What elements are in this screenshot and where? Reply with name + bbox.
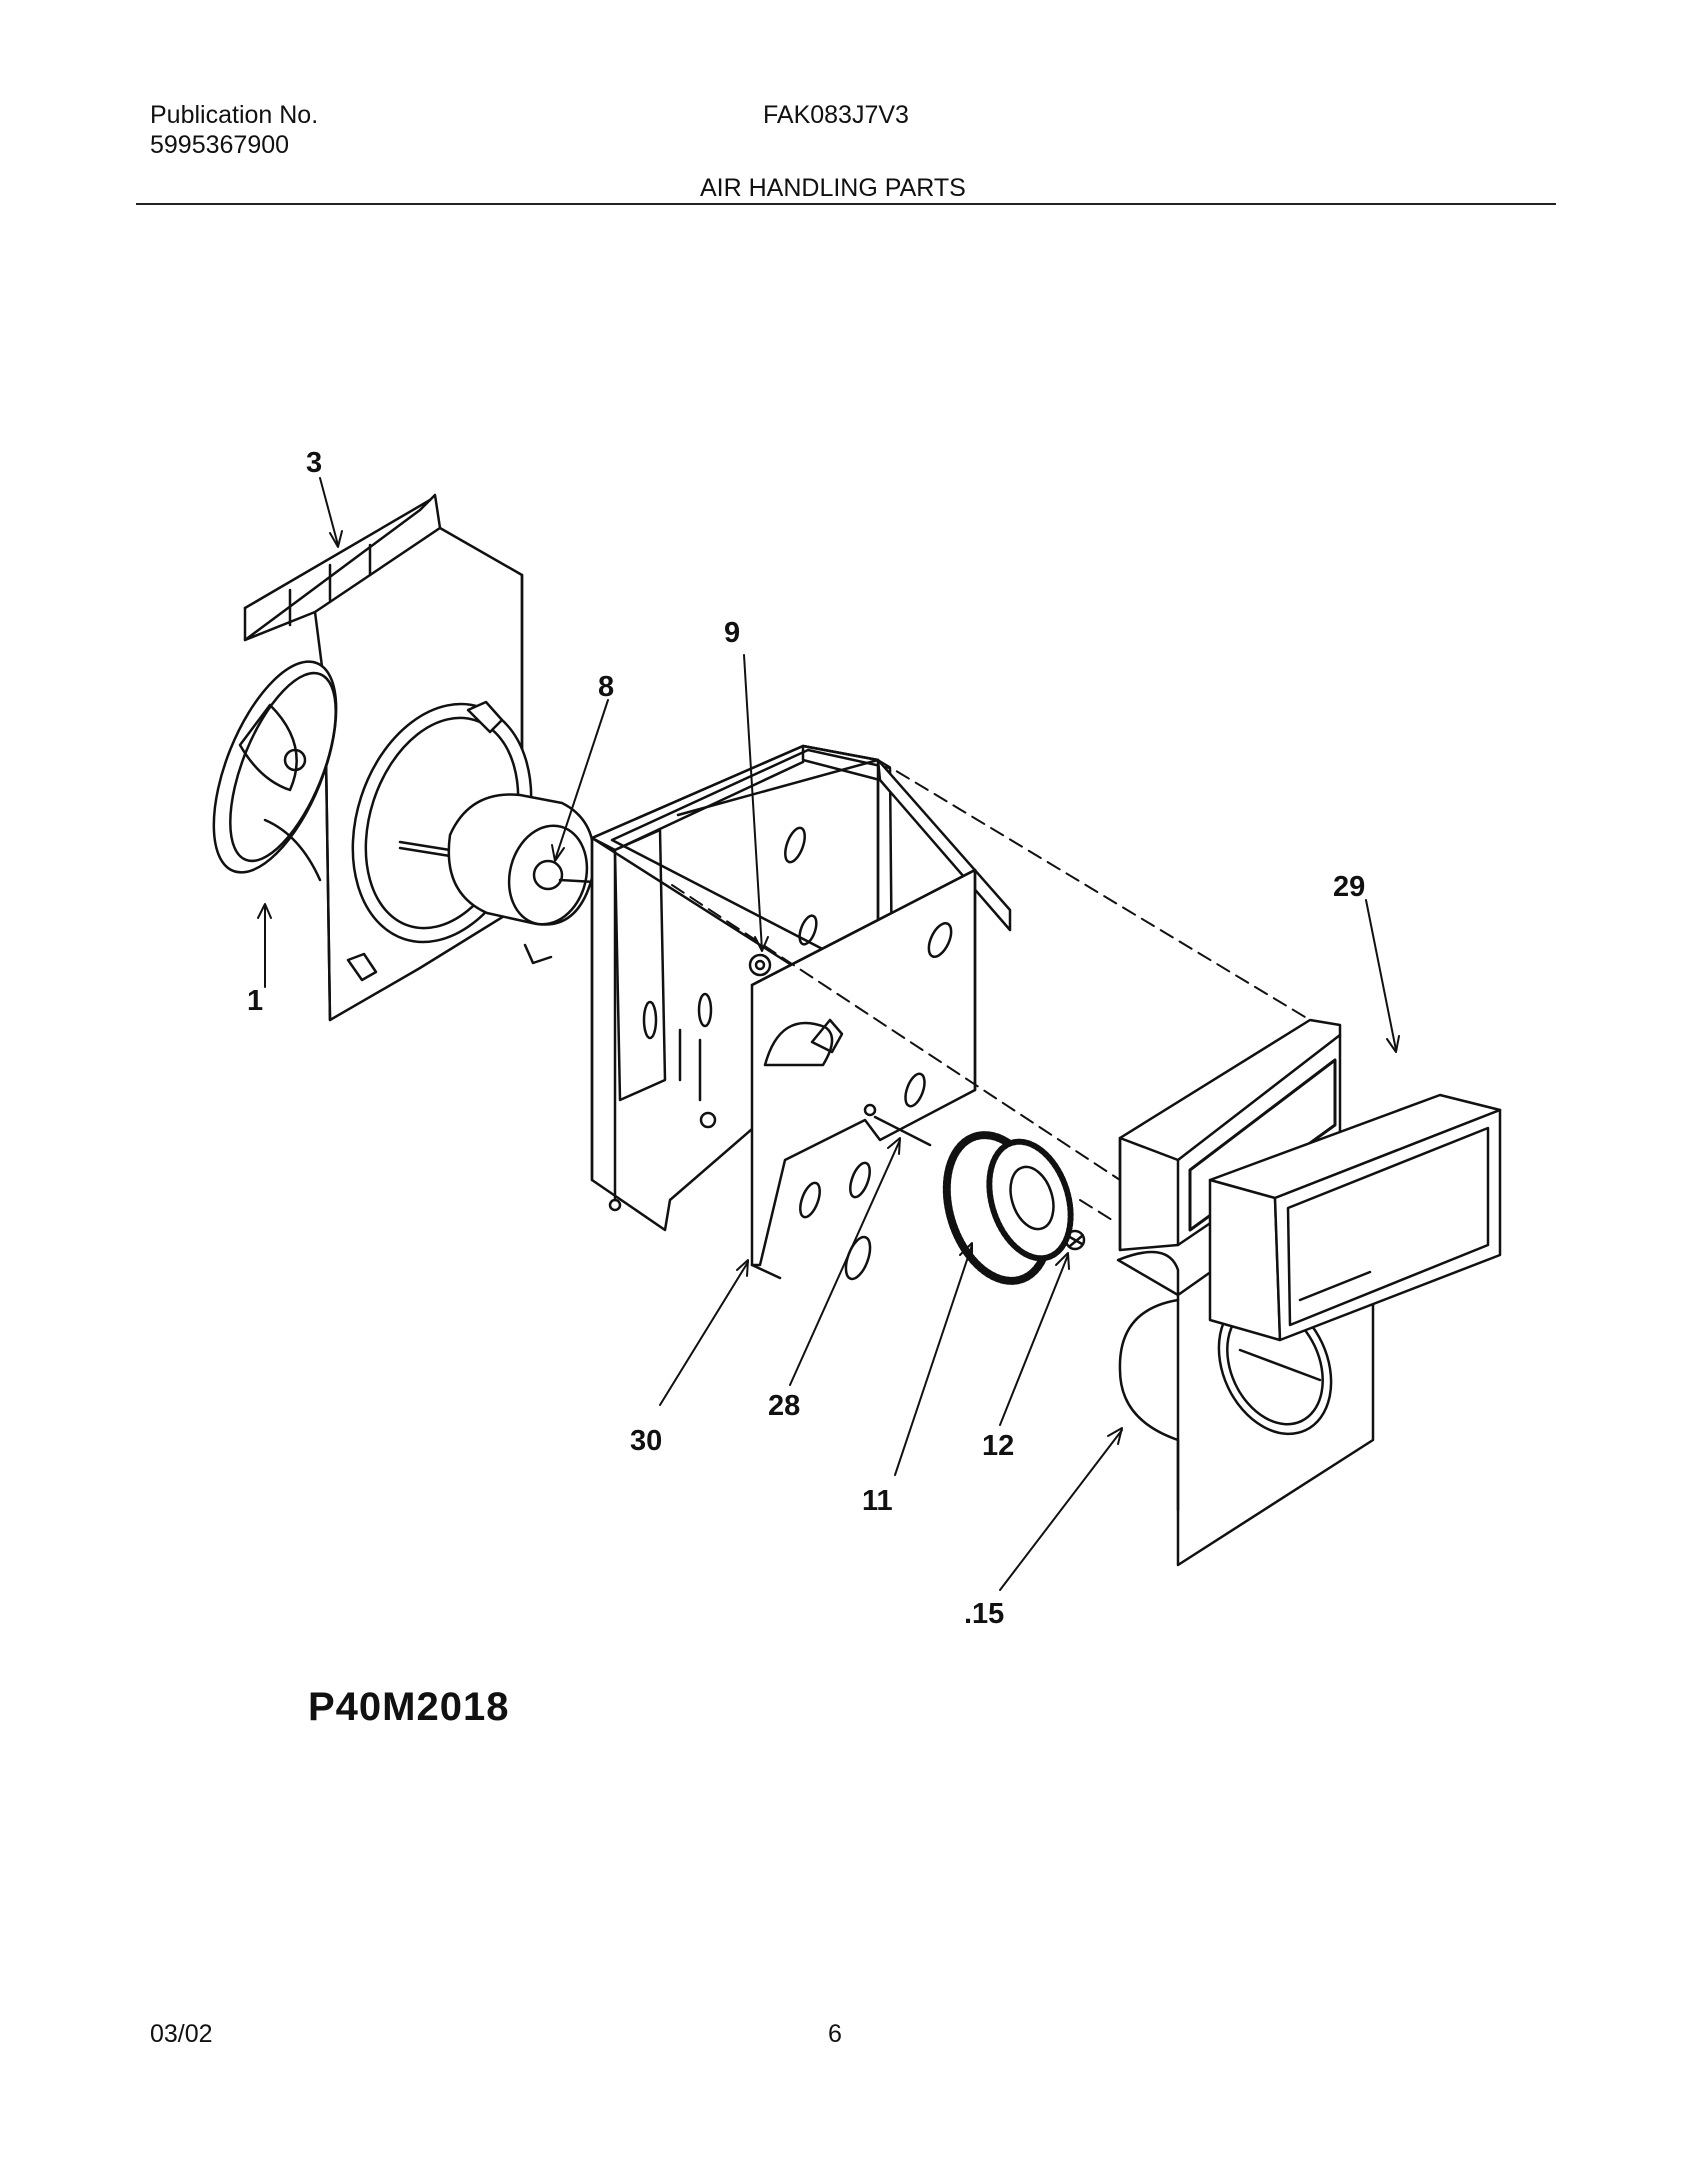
callout-30: 30 [630,1425,662,1457]
footer-date: 03/02 [150,2020,213,2048]
callout-29: 29 [1333,871,1365,903]
blower-wheel-part [942,1131,1074,1285]
publication-label: Publication No. [150,101,319,129]
callout-1: 1 [247,985,263,1017]
callout-11: 11 [862,1485,893,1517]
diagram-code: P40M2018 [308,1685,510,1729]
callout-3: 3 [306,447,322,479]
clamp-part [1064,1229,1086,1251]
housing-box [590,744,1012,1022]
callout-8: 8 [598,671,614,703]
callout-28: 28 [768,1390,800,1422]
header-rule [136,203,1556,205]
fan-blade-part [212,660,338,882]
outlet-duct-part [1208,1093,1502,1342]
leader-lines [257,477,1400,1591]
section-title: AIR HANDLING PARTS [700,174,966,202]
page-number: 6 [828,2020,842,2048]
model-number: FAK083J7V3 [763,101,909,129]
divider-panel-part [750,868,977,1281]
publication-number: 5995367900 [150,131,290,159]
fan-motor-part [398,793,597,965]
callout-12: 12 [982,1430,1014,1462]
callout-15: .15 [964,1598,1004,1630]
callout-9: 9 [724,617,740,649]
